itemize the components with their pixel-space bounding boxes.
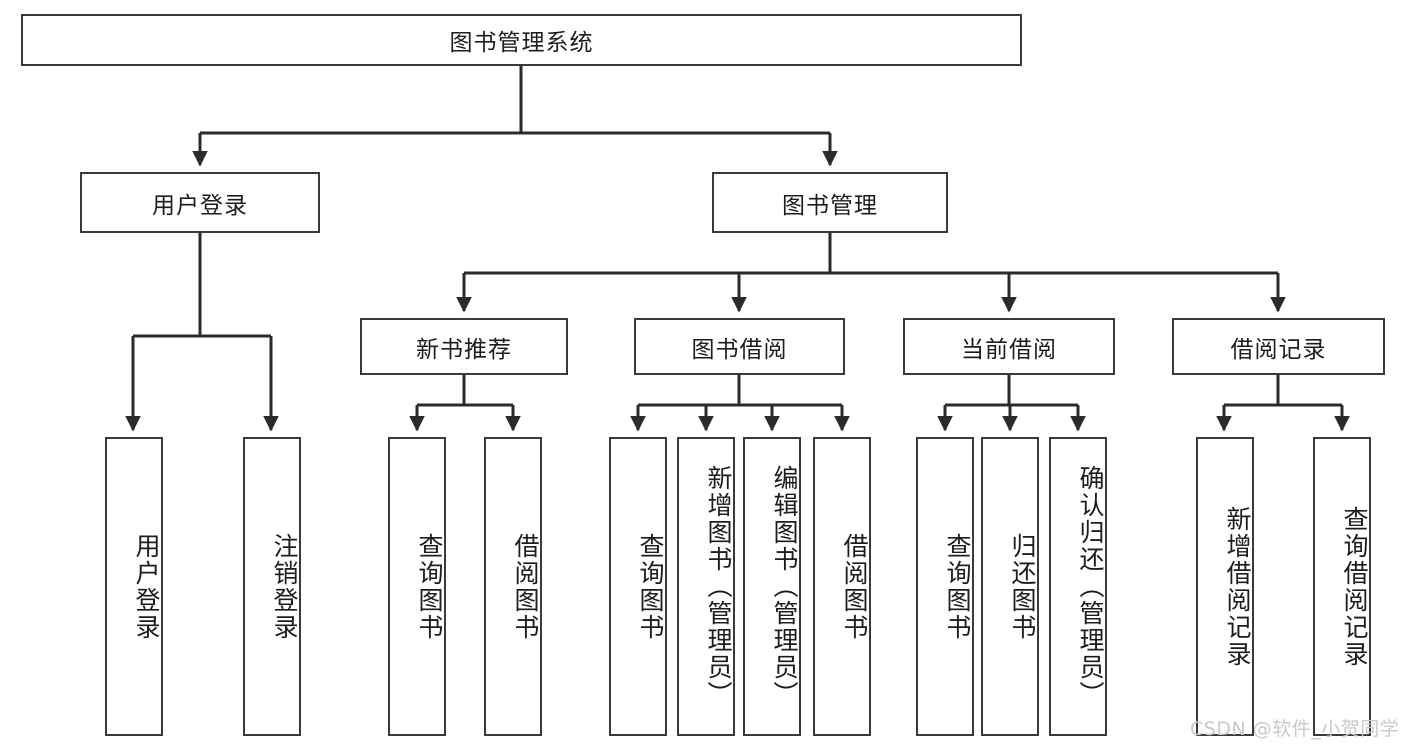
node-leaf-edit-book-label: 编辑图书（管理员）	[770, 465, 799, 708]
node-leaf-confirm-return-label: 确认归还（管理员）	[1076, 465, 1105, 708]
node-new-book-recommend[interactable]: 新书推荐	[360, 318, 568, 375]
node-leaf-query-book-2-label: 查询图书	[636, 532, 665, 641]
node-leaf-edit-book[interactable]: 编辑图书（管理员）	[743, 437, 801, 736]
node-current-borrow[interactable]: 当前借阅	[903, 318, 1115, 375]
node-book-borrow-label: 图书借阅	[691, 336, 788, 363]
node-borrow-record-label: 借阅记录	[1230, 336, 1327, 363]
node-new-book-recommend-label: 新书推荐	[416, 336, 512, 363]
node-leaf-add-book-label: 新增图书（管理员）	[704, 465, 733, 708]
node-leaf-add-book[interactable]: 新增图书（管理员）	[677, 437, 735, 736]
node-leaf-return-book[interactable]: 归还图书	[981, 437, 1039, 736]
node-current-borrow-label: 当前借阅	[961, 336, 1057, 363]
node-root-title-label: 图书管理系统	[449, 30, 594, 56]
node-book-manage[interactable]: 图书管理	[712, 172, 948, 233]
node-leaf-borrow-book-1[interactable]: 借阅图书	[484, 437, 542, 736]
node-leaf-confirm-return[interactable]: 确认归还（管理员）	[1049, 437, 1107, 736]
node-leaf-logout-login[interactable]: 注销登录	[243, 437, 301, 736]
node-leaf-query-book-1[interactable]: 查询图书	[388, 437, 446, 736]
node-leaf-user-login-label: 用户登录	[132, 532, 161, 641]
node-user-login[interactable]: 用户登录	[80, 172, 320, 233]
node-leaf-query-book-3-label: 查询图书	[943, 532, 972, 641]
node-leaf-query-book-3[interactable]: 查询图书	[916, 437, 974, 736]
node-leaf-borrow-book-2[interactable]: 借阅图书	[813, 437, 871, 736]
node-leaf-return-book-label: 归还图书	[1008, 532, 1037, 641]
node-borrow-record[interactable]: 借阅记录	[1172, 318, 1385, 375]
node-root-title[interactable]: 图书管理系统	[21, 14, 1022, 66]
node-leaf-query-book-1-label: 查询图书	[415, 532, 444, 641]
node-leaf-add-borrow-record[interactable]: 新增借阅记录	[1196, 437, 1254, 736]
node-leaf-query-borrow-record[interactable]: 查询借阅记录	[1313, 437, 1371, 736]
csdn-watermark: CSDN @软件_小贺同学	[1190, 718, 1400, 740]
node-book-manage-label: 图书管理	[782, 192, 878, 219]
node-leaf-logout-login-label: 注销登录	[270, 532, 299, 641]
node-leaf-borrow-book-2-label: 借阅图书	[840, 532, 869, 641]
node-book-borrow[interactable]: 图书借阅	[634, 318, 845, 375]
node-leaf-user-login[interactable]: 用户登录	[105, 437, 163, 736]
node-leaf-query-borrow-record-label: 查询借阅记录	[1340, 505, 1369, 668]
node-user-login-label: 用户登录	[152, 192, 248, 219]
node-leaf-query-book-2[interactable]: 查询图书	[609, 437, 667, 736]
node-leaf-borrow-book-1-label: 借阅图书	[511, 532, 540, 641]
node-leaf-add-borrow-record-label: 新增借阅记录	[1223, 505, 1252, 668]
